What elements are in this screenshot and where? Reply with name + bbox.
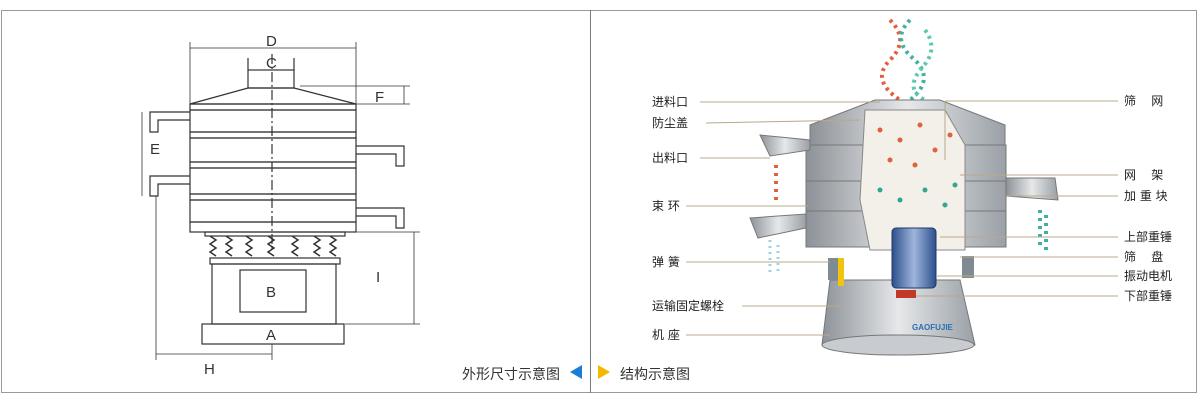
label-transport-bolt: 运输固定螺栓	[652, 298, 724, 313]
transport-bolt	[838, 258, 844, 286]
spring-right	[962, 256, 974, 278]
label-inlet: 进料口	[652, 95, 688, 109]
label-spring: 弹 簧	[652, 254, 680, 269]
outlet-right	[1005, 177, 1059, 201]
label-dust-cover: 防尘盖	[652, 115, 688, 130]
dim-label-b: B	[266, 284, 276, 301]
dim-label-d: D	[266, 33, 277, 50]
dim-label-i: I	[376, 269, 380, 286]
structure-caption: 结构示意图	[620, 367, 690, 383]
outline-drawing: D C F E B A I H	[141, 33, 420, 378]
label-lower-weight: 下部重锤	[1124, 288, 1172, 303]
right-arrow-icon	[598, 365, 610, 379]
coarse-particles	[877, 122, 953, 168]
label-base: 机 座	[652, 327, 680, 342]
label-clamp-ring: 束 环	[652, 199, 680, 213]
dim-label-f: F	[375, 89, 384, 106]
label-mesh-frame: 网 架	[1124, 168, 1163, 182]
fine-particles	[877, 182, 958, 208]
label-screen-tray: 筛 盘	[1124, 249, 1163, 264]
dim-label-e: E	[150, 141, 160, 158]
label-vibration-motor: 振动电机	[1124, 269, 1172, 283]
left-arrow-icon	[570, 365, 582, 379]
vibration-motor	[891, 227, 937, 289]
panel-divider	[590, 10, 591, 393]
spring-left	[828, 258, 840, 280]
material-particles	[768, 18, 1048, 275]
label-outlet: 出料口	[652, 151, 688, 165]
outlet-lower	[749, 213, 807, 239]
dim-label-c: C	[266, 55, 277, 72]
label-upper-weight: 上部重锤	[1124, 229, 1172, 244]
leader-lines	[686, 100, 1118, 336]
outer-frame	[1, 10, 1197, 393]
dim-label-a: A	[266, 327, 276, 344]
outlet-upper	[759, 134, 811, 157]
lower-weight	[896, 290, 916, 298]
label-screen-mesh: 筛 网	[1124, 93, 1163, 108]
label-weight-block: 加 重 块	[1124, 189, 1168, 203]
brand-logo: GAOFUJIE	[912, 323, 954, 332]
dim-label-h: H	[204, 361, 215, 378]
outline-caption: 外形尺寸示意图	[462, 367, 560, 383]
